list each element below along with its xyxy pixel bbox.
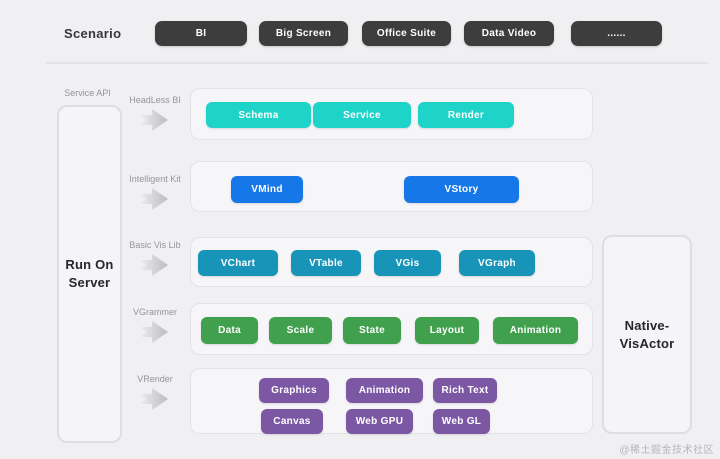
arrow-right-icon (140, 321, 168, 343)
node-canvas: Canvas (261, 409, 323, 434)
node-data: Data (201, 317, 258, 344)
header-divider (45, 62, 708, 64)
layer-label-vrender: VRender (120, 374, 190, 410)
node-web-gpu: Web GPU (346, 409, 413, 434)
node-vchart: VChart (198, 250, 278, 276)
scenario-chip-office-suite: Office Suite (362, 21, 451, 46)
watermark: @稀土掘金技术社区 (619, 445, 714, 456)
layer-row-vrender: Graphics Animation Rich Text Canvas Web … (190, 368, 593, 434)
node-vtable: VTable (291, 250, 361, 276)
node-scale: Scale (269, 317, 332, 344)
run-on-server-line2: Server (68, 275, 111, 290)
layer-row-basic-vis-lib: VChart VTable VGis VGraph (190, 237, 593, 287)
node-service: Service (313, 102, 411, 128)
layer-label-basic-vis-lib: Basic Vis Lib (120, 240, 190, 276)
service-api-label: Service API (64, 88, 111, 98)
layer-row-headless-bi: Schema Service Render (190, 88, 593, 140)
node-vmind: VMind (231, 176, 303, 203)
scenario-chip-big-screen: Big Screen (259, 21, 348, 46)
scenario-chip-more: ...... (571, 21, 662, 46)
node-schema: Schema (206, 102, 311, 128)
arrow-right-icon (140, 254, 168, 276)
node-animation-render: Animation (346, 378, 423, 403)
node-vstory: VStory (404, 176, 519, 203)
node-state: State (343, 317, 401, 344)
layer-label-vgrammer: VGrammer (120, 307, 190, 343)
arrow-right-icon (140, 109, 168, 131)
node-rich-text: Rich Text (433, 378, 497, 403)
node-vgis: VGis (374, 250, 441, 276)
run-on-server-line1: Run On (65, 257, 114, 273)
layer-label-intelligent-kit: Intelligent Kit (120, 174, 190, 210)
layer-row-vgrammer: Data Scale State Layout Animation (190, 303, 593, 355)
node-graphics: Graphics (259, 378, 329, 403)
arrow-right-icon (140, 388, 168, 410)
arrow-right-icon (140, 188, 168, 210)
scenario-label: Scenario (64, 26, 122, 41)
layer-label-headless-bi: HeadLess BI (120, 95, 190, 131)
native-visactor-line2: VisActor (619, 335, 675, 351)
node-web-gl: Web GL (433, 409, 490, 434)
node-vgraph: VGraph (459, 250, 535, 276)
node-layout: Layout (415, 317, 479, 344)
layer-row-intelligent-kit: VMind VStory (190, 161, 593, 212)
native-visactor-line1: Native- (624, 317, 670, 333)
scenario-chip-data-video: Data Video (464, 21, 554, 46)
run-on-server-box: Run On Server (57, 105, 122, 443)
native-visactor-box: Native- VisActor (602, 235, 692, 434)
node-animation: Animation (493, 317, 578, 344)
node-render: Render (418, 102, 514, 128)
scenario-chip-bi: BI (155, 21, 247, 46)
